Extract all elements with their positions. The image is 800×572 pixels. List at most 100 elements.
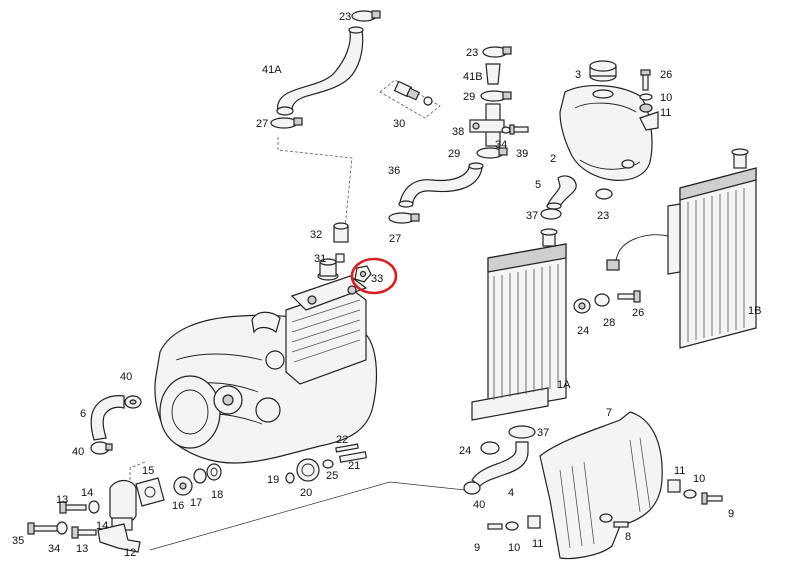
callout-labels: 23 41A 27 30 23 41B 29 38 34 29 39 3 26 … — [12, 11, 761, 559]
callout-40: 40 — [72, 446, 84, 458]
callout-38: 38 — [452, 126, 464, 138]
callout-12: 12 — [124, 547, 136, 559]
clamp-29-upper — [480, 90, 512, 102]
callout-4: 4 — [508, 487, 514, 499]
washer-10-bottom — [505, 521, 519, 531]
screw-9-right — [701, 492, 723, 505]
gasket-31 — [335, 253, 345, 263]
shaft-21 — [338, 451, 368, 463]
gasket-15 — [135, 477, 165, 507]
clamp-23-tank — [595, 188, 613, 200]
filler-cap-3 — [589, 60, 617, 82]
callout-23: 23 — [466, 47, 478, 59]
callout-8: 8 — [625, 531, 631, 543]
callout-14: 14 — [96, 520, 108, 532]
clamp-40-lower — [90, 441, 113, 455]
bolt-39 — [509, 124, 529, 135]
callout-40: 40 — [120, 371, 132, 383]
clamp-23-right — [482, 46, 512, 58]
clamp-40-upper — [124, 395, 142, 409]
bolt-35 — [27, 522, 59, 535]
callout-23: 23 — [339, 11, 351, 23]
screw-8 — [613, 521, 629, 528]
callout-1a: 1A — [557, 379, 571, 391]
pump-cover-14 — [109, 479, 137, 531]
spacer-28 — [594, 293, 610, 307]
callout-1b: 1B — [748, 305, 761, 317]
bolt-26-right — [617, 290, 641, 303]
fan-switch-wire — [606, 234, 669, 271]
rubber-bushing-24 — [573, 298, 591, 314]
bolt-13-upper — [59, 501, 87, 514]
callout-13: 13 — [56, 494, 68, 506]
nut-33 — [354, 265, 372, 283]
clip-11-bottom — [527, 515, 541, 529]
hose-4 — [471, 441, 529, 487]
washer-19 — [285, 472, 295, 484]
radiator-1b — [667, 148, 757, 349]
highlight-circle-33 — [350, 257, 398, 295]
hose-36 — [398, 162, 484, 208]
callout-19: 19 — [267, 474, 279, 486]
callout-34: 34 — [48, 543, 60, 555]
clip-25 — [322, 459, 334, 469]
callout-34: 34 — [495, 139, 507, 151]
callout-11: 11 — [532, 538, 543, 550]
callout-24: 24 — [459, 445, 471, 457]
callout-30: 30 — [393, 118, 405, 130]
washer-10-top — [639, 93, 653, 101]
callout-21: 21 — [348, 460, 360, 472]
callout-14: 14 — [81, 487, 93, 499]
fitting-32 — [333, 222, 349, 243]
callout-36: 36 — [388, 165, 400, 177]
callout-11: 11 — [660, 107, 671, 119]
hose-5 — [546, 175, 577, 210]
callout-37: 37 — [537, 427, 549, 439]
callout-6: 6 — [80, 408, 86, 420]
washer-10-mid — [599, 513, 613, 523]
grommet-24-lower — [480, 441, 500, 455]
callout-16: 16 — [172, 500, 184, 512]
bolt-13-lower — [71, 526, 97, 539]
radiator-shroud-7 — [539, 411, 663, 560]
engine-assembly — [154, 258, 378, 464]
callout-9: 9 — [474, 542, 480, 554]
callout-17: 17 — [190, 497, 202, 509]
callout-31: 31 — [314, 253, 326, 265]
callout-37: 37 — [526, 210, 538, 222]
seal-17 — [193, 468, 207, 484]
callout-7: 7 — [606, 407, 612, 419]
guide-line-lower — [149, 481, 466, 551]
callout-13: 13 — [76, 543, 88, 555]
callout-25: 25 — [326, 470, 338, 482]
callout-29: 29 — [448, 148, 460, 160]
callout-15: 15 — [142, 465, 154, 477]
clamp-27-left — [270, 117, 303, 129]
guide-line-41a — [277, 137, 353, 229]
callout-26: 26 — [660, 69, 672, 81]
clamp-23-top — [351, 10, 381, 22]
callout-2: 2 — [550, 153, 556, 165]
washer-34-bottom — [56, 521, 68, 535]
washer-10-right — [683, 489, 697, 499]
sensor-30 — [379, 79, 441, 119]
screw-9-bottom — [487, 523, 503, 530]
callout-28: 28 — [603, 317, 615, 329]
radiator-1a — [471, 228, 567, 421]
gear-20 — [296, 458, 320, 482]
hose-41a — [276, 26, 364, 116]
clamp-37-lower — [508, 425, 536, 439]
callout-41a: 41A — [262, 64, 282, 76]
callout-10: 10 — [660, 92, 672, 104]
callout-40: 40 — [473, 499, 485, 511]
callout-24: 24 — [577, 325, 589, 337]
clamp-40-bottom — [463, 481, 481, 495]
callout-3: 3 — [575, 69, 581, 81]
elbow-12 — [97, 523, 141, 553]
callout-35: 35 — [12, 535, 24, 547]
hose-6 — [90, 395, 125, 441]
callout-33: 33 — [371, 273, 383, 285]
callout-27: 27 — [389, 233, 401, 245]
